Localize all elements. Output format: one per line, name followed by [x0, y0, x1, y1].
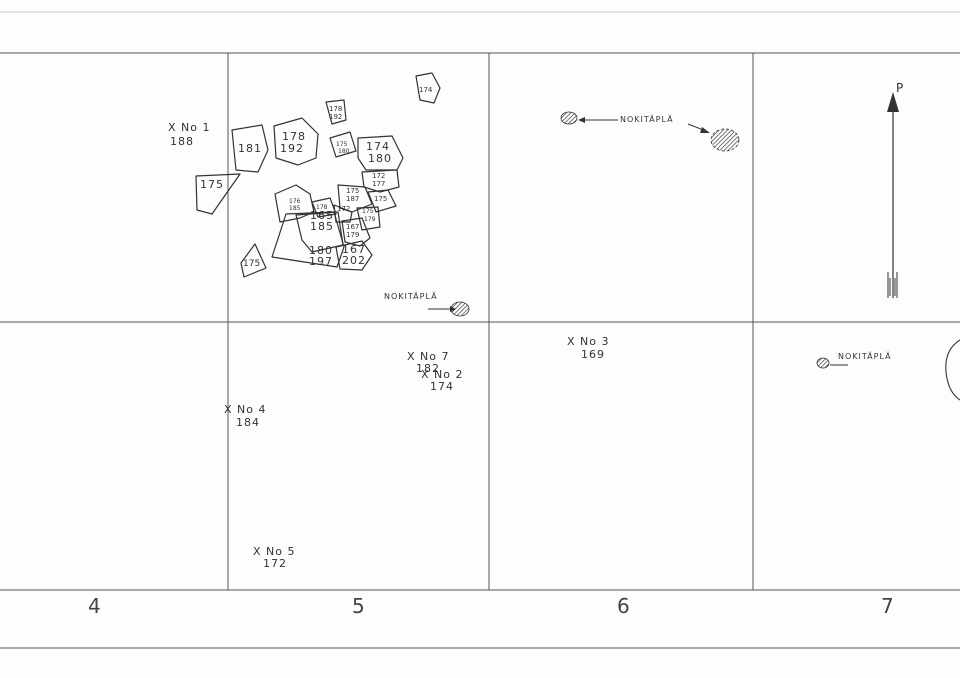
column-number: 5: [352, 594, 365, 618]
stone-outline: [356, 206, 381, 231]
stone-label: 172: [337, 205, 350, 213]
stone-outline: [341, 217, 371, 247]
spring-label: NOKITÄPLÄ: [620, 114, 674, 124]
stone-outline: [415, 72, 441, 104]
stone-outline: [329, 131, 357, 158]
marker-value: 172: [263, 557, 287, 570]
stone-outline: [311, 197, 337, 218]
stone-label: 179: [364, 216, 376, 223]
stone-label: 192: [329, 113, 342, 121]
stone-label: 175: [200, 178, 224, 191]
stone-label: 172: [372, 172, 385, 180]
marker: X No 3 169: [567, 335, 610, 361]
north-label: P: [896, 81, 903, 95]
column-number: 4: [88, 594, 101, 618]
spring-label: NOKITÄPLÄ: [838, 351, 892, 361]
stone-label: 178: [282, 130, 306, 143]
marker: X No 4 184: [224, 403, 267, 429]
stone-outline: [240, 243, 267, 278]
stone-label: 165: [310, 209, 334, 222]
stone-label: 180: [309, 244, 333, 257]
marker-value: 182: [416, 362, 440, 375]
north-arrow: [887, 92, 899, 298]
stone-label: 179: [346, 231, 359, 239]
column-number: 6: [617, 594, 630, 618]
stone-outline: [335, 240, 373, 271]
stone-label: 180: [338, 148, 350, 155]
stone-outline: [273, 117, 319, 166]
marker: X No 7 182: [407, 350, 450, 375]
marker: X No 1 188: [168, 121, 211, 148]
spring-label: NOKITÄPLÄ: [384, 291, 438, 301]
marker-label: X No 5: [253, 545, 296, 558]
marker: X No 5 172: [253, 545, 296, 570]
stone-outline: [325, 99, 347, 125]
marker-value: 174: [430, 380, 454, 393]
stone-label: 167: [342, 243, 366, 256]
marker-value: 188: [170, 135, 194, 148]
spring-marker: NOKITÄPLÄ: [560, 111, 740, 152]
stone-label: 167: [346, 223, 359, 231]
marker-label: X No 2: [421, 368, 464, 381]
marker-value: 169: [581, 348, 605, 361]
stone-label: 202: [342, 254, 366, 267]
stone-label: 181: [238, 142, 262, 155]
stone-label: 175: [243, 259, 260, 269]
grid: [0, 11, 960, 649]
stone-label: 175: [362, 208, 374, 215]
stone-outlines: [195, 72, 441, 278]
stone-label: 185: [310, 220, 334, 233]
stone-label: 187: [346, 195, 359, 203]
marker-label: X No 1: [168, 121, 211, 134]
stone-label: 197: [309, 255, 333, 268]
stone-outline: [195, 173, 241, 215]
stone-label: 175: [346, 187, 359, 195]
marker-label: X No 3: [567, 335, 610, 348]
marker-value: 184: [236, 416, 260, 429]
spring-marker: NOKITÄPLÄ: [816, 339, 960, 401]
stone-label: 174: [419, 86, 433, 94]
stone-label: 174: [366, 140, 390, 153]
stone-label: 185: [289, 205, 301, 212]
stone-label: 192: [280, 142, 304, 155]
marker-label: X No 4: [224, 403, 267, 416]
stone-outline: [361, 169, 400, 193]
stone-label: 180: [368, 152, 392, 165]
stone-label: 175: [374, 195, 387, 203]
stone-label: 175: [336, 141, 348, 148]
stone-label: 178: [329, 105, 342, 113]
stone-label: 177: [372, 180, 385, 188]
marker-label: X No 7: [407, 350, 450, 363]
column-number: 7: [881, 594, 894, 618]
stone-label: 178: [316, 204, 328, 211]
stone-label: 176: [289, 198, 301, 205]
stone-outline: [271, 211, 345, 268]
marker: X No 2 174: [421, 368, 464, 393]
stone-outline: [367, 189, 397, 213]
stone-outline: [274, 184, 315, 223]
stone-outline: [231, 124, 269, 173]
spring-marker: NOKITÄPLÄ: [384, 291, 470, 317]
